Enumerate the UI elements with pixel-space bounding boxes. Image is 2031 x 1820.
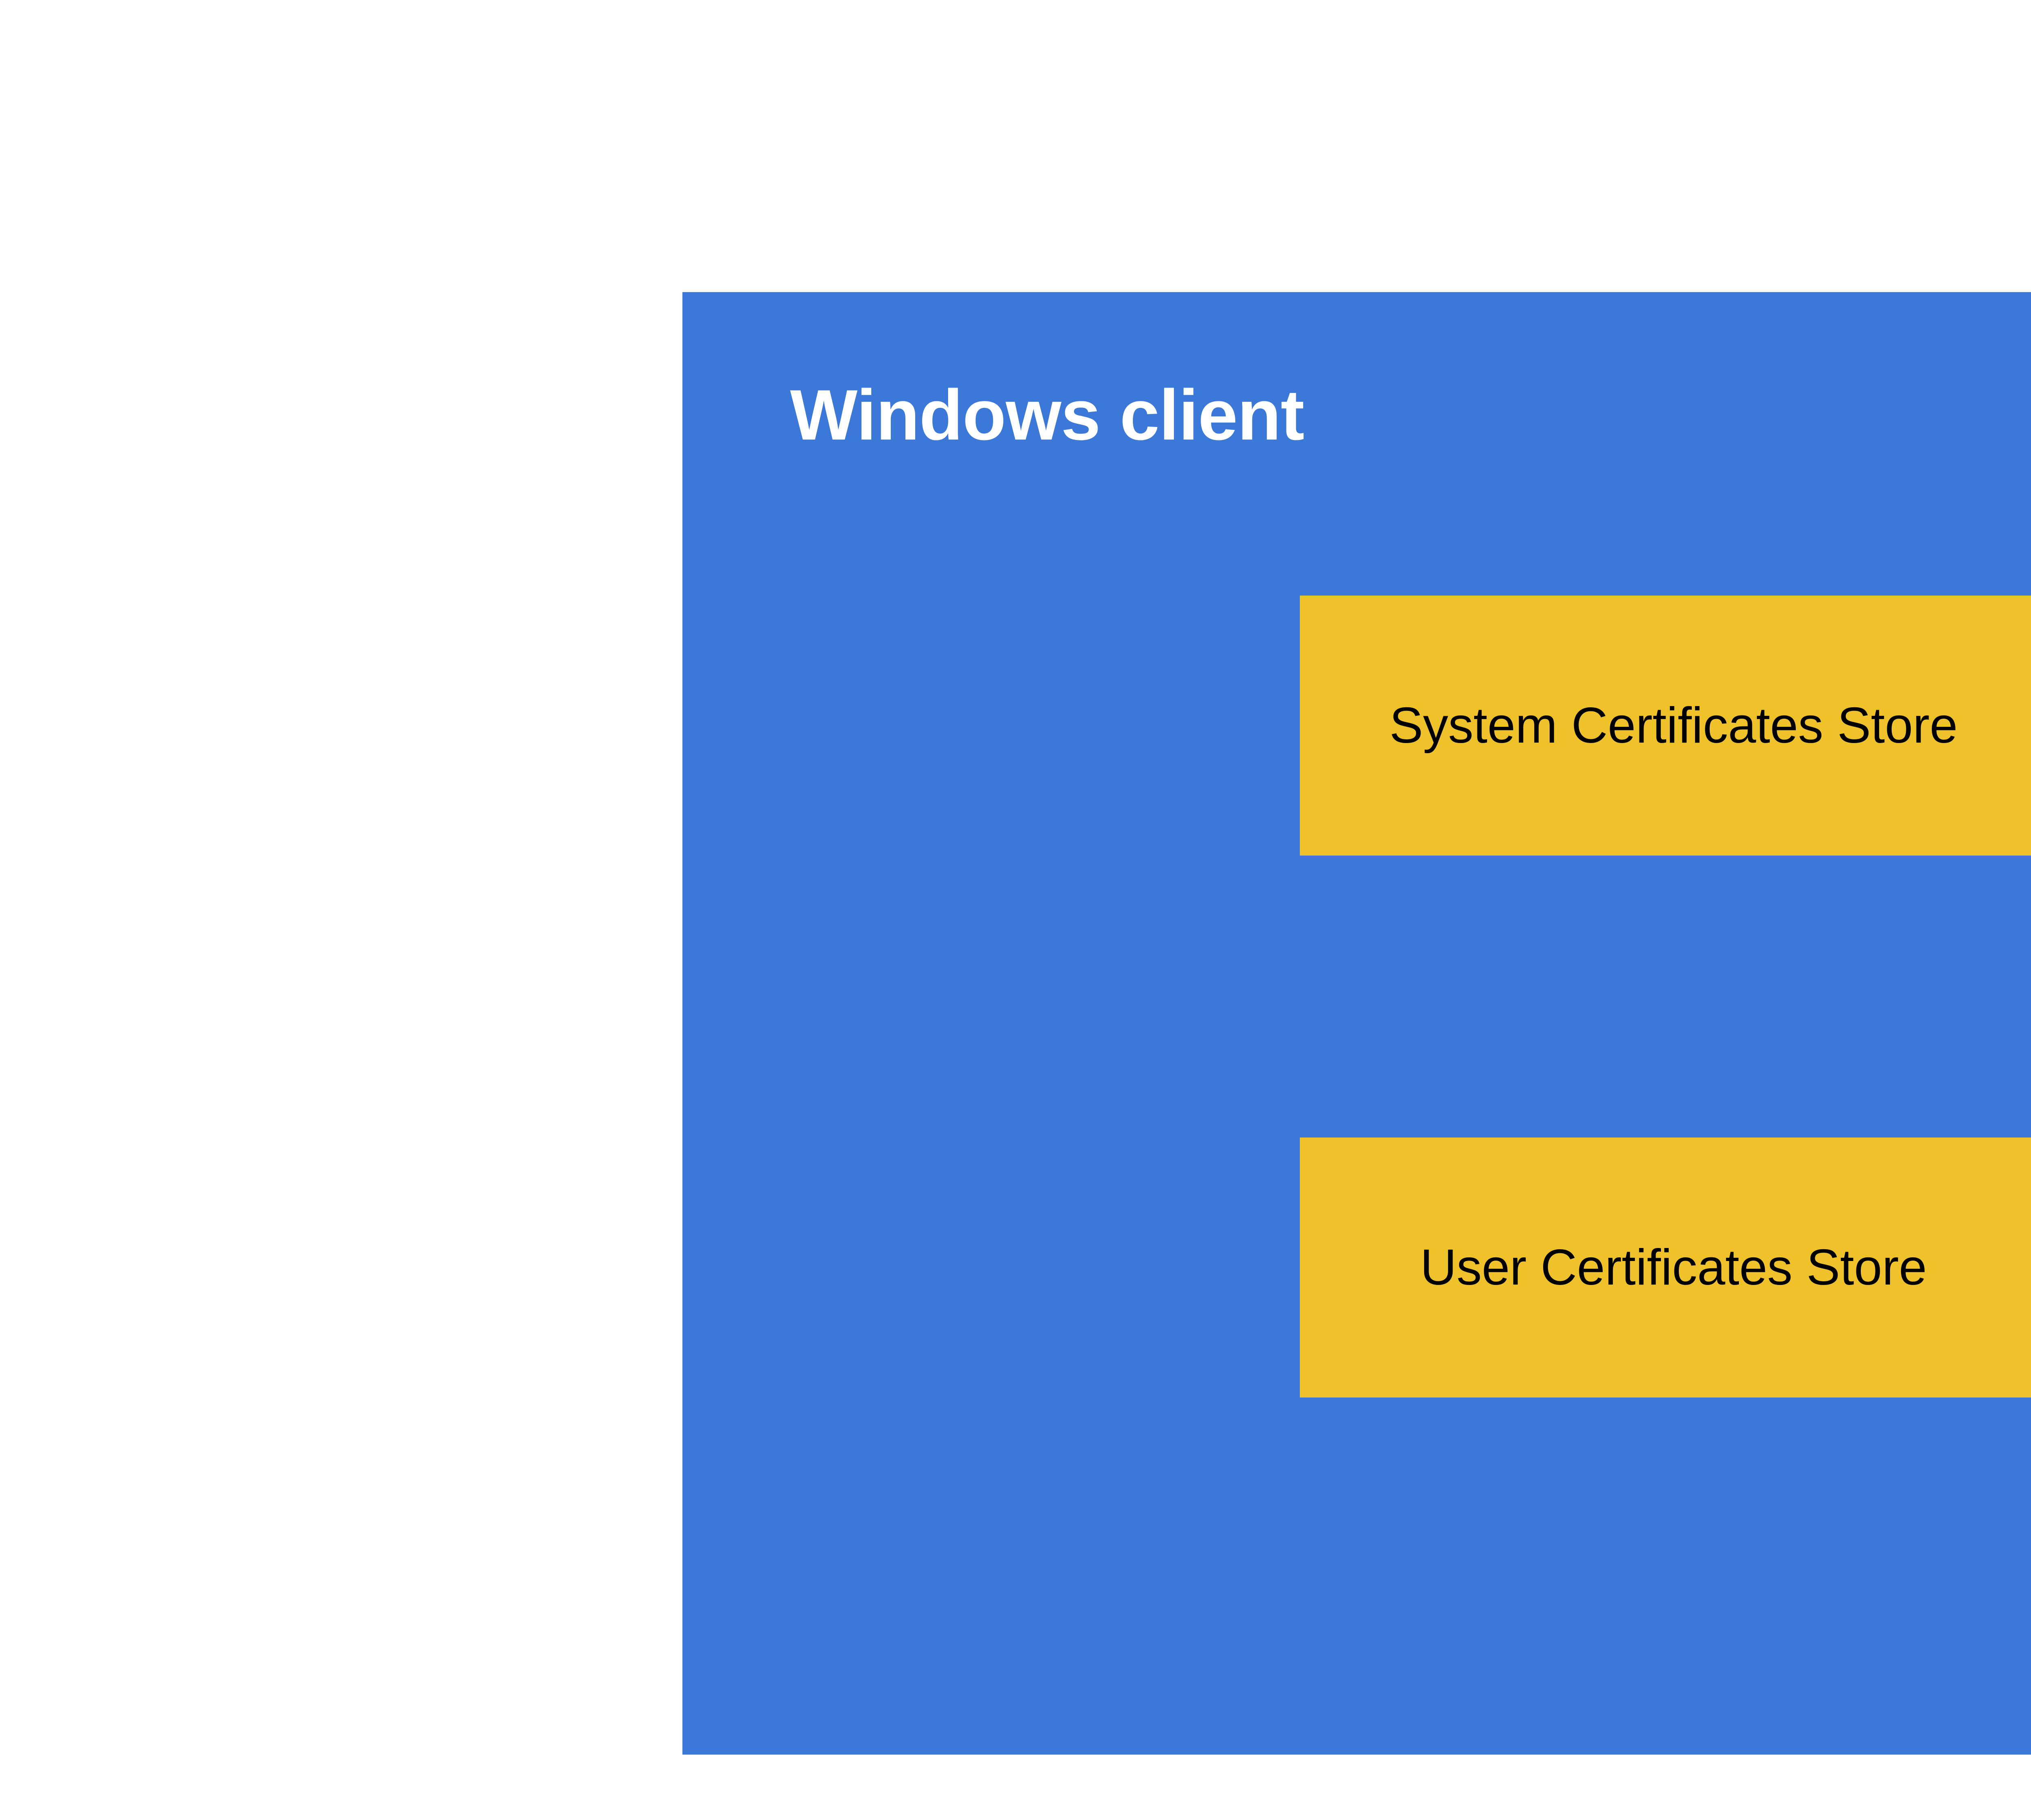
node-system-certificates-store-label: System Certificates Store xyxy=(1389,697,1958,754)
windows-client-title: Windows client xyxy=(790,375,1304,455)
node-user-certificates-store-label: User Certificates Store xyxy=(1420,1239,1927,1296)
windows-client-container[interactable]: Windows client xyxy=(682,292,2031,1755)
node-user-certificates-store[interactable]: User Certificates Store xyxy=(1300,1138,2031,1398)
node-system-certificates-store[interactable]: System Certificates Store xyxy=(1300,596,2031,856)
